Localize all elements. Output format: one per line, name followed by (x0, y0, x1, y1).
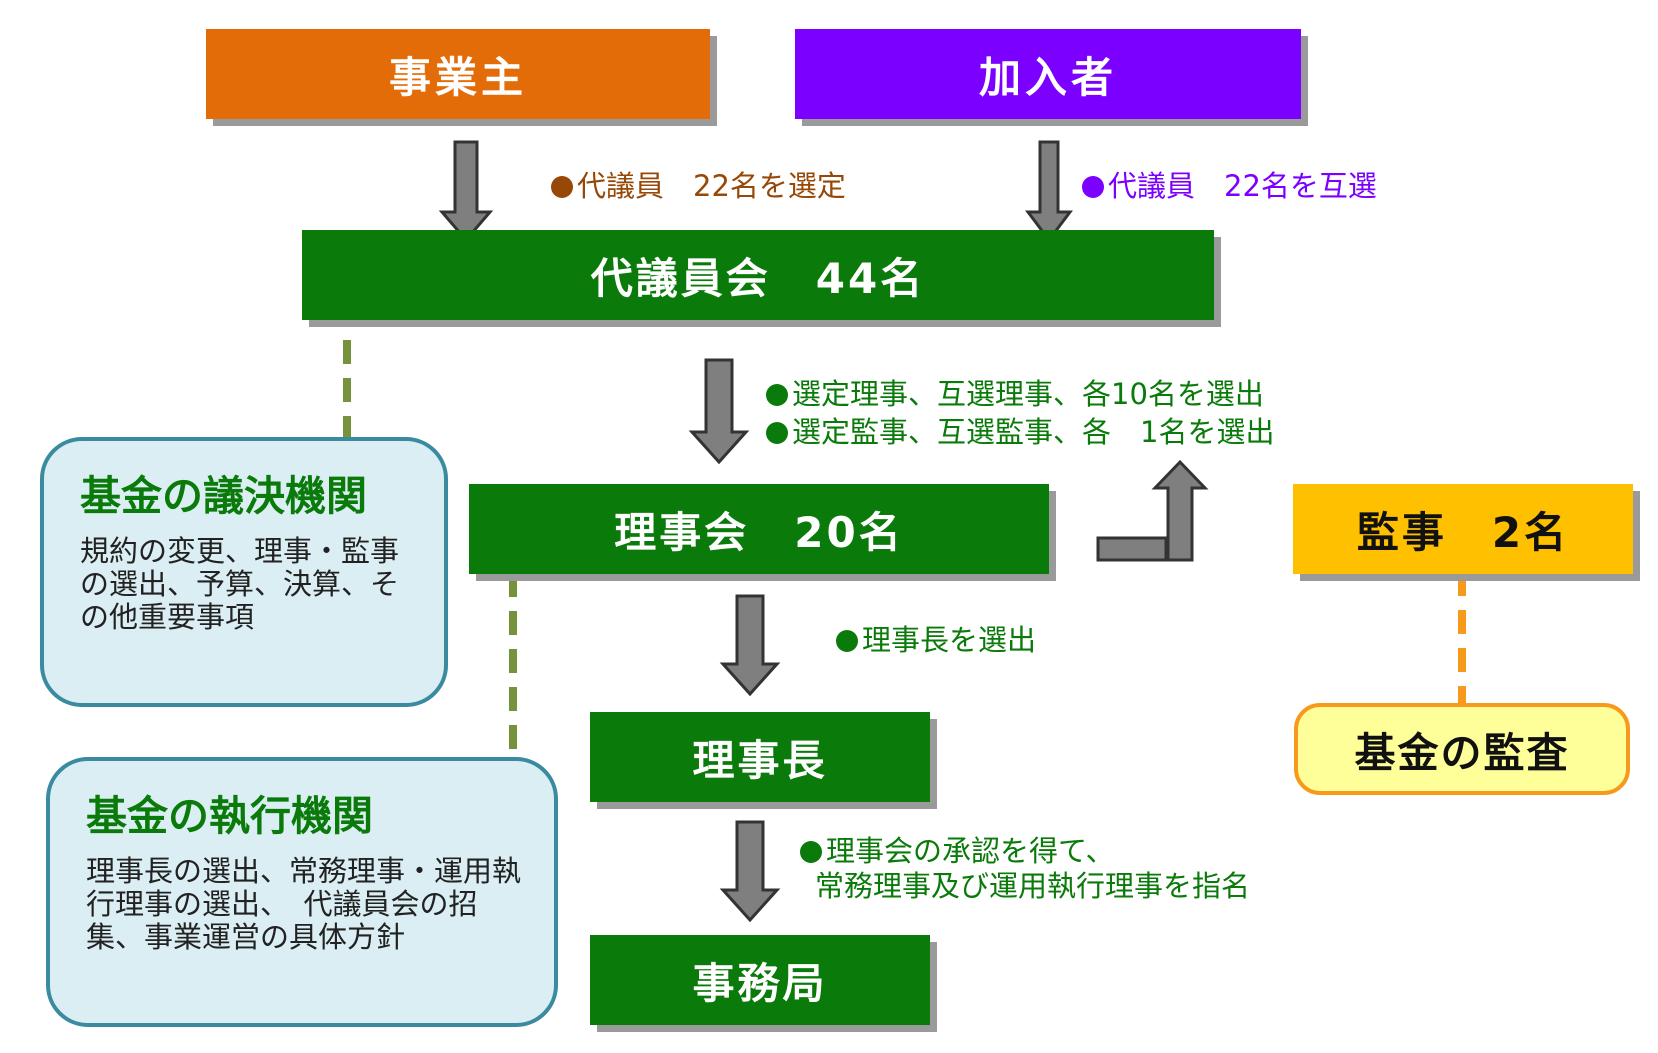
board-box: 理事会 20名 (469, 484, 1049, 574)
bullet-dot (800, 841, 822, 863)
execution-callout-title: 基金の執行機関 (86, 792, 373, 840)
bullet-dot (1082, 176, 1104, 198)
elect-directors-text: 選定理事、互選理事、各10名を選出 (792, 377, 1264, 411)
bent-up-arrow-base (1096, 536, 1168, 562)
bullet-dot (551, 176, 573, 198)
down-arrow-board (719, 594, 781, 697)
decision-callout-body: 規約の変更、理事・監事の選出、予算、決算、その他重要事項 (80, 534, 400, 634)
appoint-label-line1: 理事会の承認を得て、 (800, 833, 1115, 869)
members-elect-text: 代議員 22名を互選 (1108, 169, 1377, 203)
secretariat-box: 事務局 (590, 935, 930, 1025)
bullet-dot (766, 422, 788, 444)
down-arrow-chairman (719, 820, 781, 923)
members-elect-label: 代議員 22名を互選 (1082, 168, 1377, 204)
employer-box: 事業主 (206, 29, 710, 119)
execution-callout: 基金の執行機関 理事長の選出、常務理事・運用執行理事の選出、 代議員会の招集、事… (46, 757, 558, 1027)
appoint-text-line2: 常務理事及び運用執行理事を指名 (815, 869, 1251, 903)
employer-select-label: 代議員 22名を選定 (551, 168, 846, 204)
appoint-text-line1: 理事会の承認を得て、 (826, 834, 1115, 868)
elect-chairman-text: 理事長を選出 (862, 623, 1037, 657)
elect-directors-label: 選定理事、互選理事、各10名を選出 (766, 376, 1264, 412)
elect-auditors-text: 選定監事、互選監事、各 1名を選出 (792, 415, 1275, 449)
auditors-box: 監事 2名 (1293, 484, 1633, 574)
down-arrow-members (1025, 140, 1073, 243)
chairman-box: 理事長 (590, 712, 930, 802)
bullet-dot (766, 384, 788, 406)
decision-callout-title: 基金の議決機関 (80, 472, 367, 520)
decision-callout: 基金の議決機関 規約の変更、理事・監事の選出、予算、決算、その他重要事項 (40, 437, 448, 707)
down-arrow-assembly (688, 358, 750, 465)
elect-chairman-label: 理事長を選出 (836, 622, 1036, 658)
bullet-dot (836, 630, 858, 652)
bent-up-arrow-shape (1151, 459, 1209, 562)
employer-select-text: 代議員 22名を選定 (577, 169, 846, 203)
audit-callout-title: 基金の監査 (1354, 729, 1570, 777)
members-box: 加入者 (795, 29, 1301, 119)
delegates-assembly-box: 代議員会 44名 (302, 230, 1214, 320)
down-arrow-employer (438, 140, 494, 243)
execution-callout-body: 理事長の選出、常務理事・運用執行理事の選出、 代議員会の招集、事業運営の具体方針 (86, 854, 522, 954)
elect-auditors-label: 選定監事、互選監事、各 1名を選出 (766, 414, 1274, 450)
appoint-label-line2: 常務理事及び運用執行理事を指名 (815, 868, 1250, 904)
audit-callout: 基金の監査 (1294, 703, 1630, 795)
